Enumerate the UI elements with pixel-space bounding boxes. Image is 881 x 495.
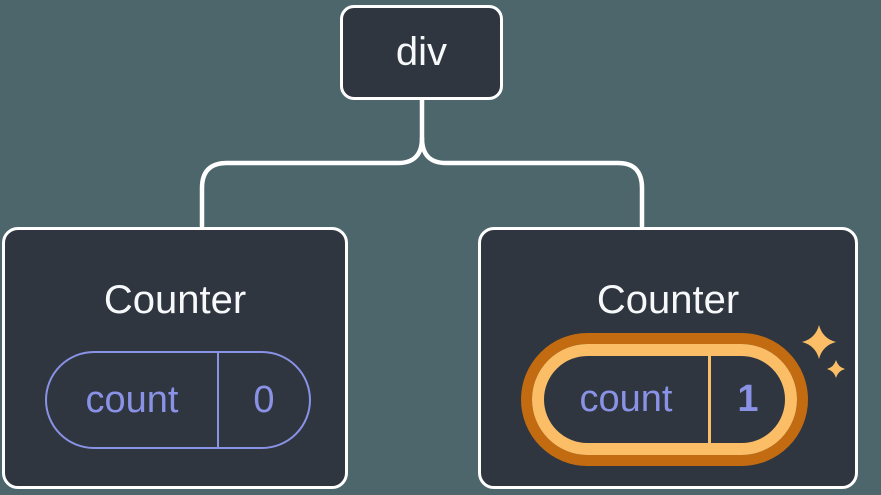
counter-card-left: Counter count 0: [2, 227, 348, 489]
component-title: Counter: [103, 278, 247, 322]
state-pill-highlight-ring: count 1: [532, 344, 797, 455]
sparkles-icon: [802, 325, 845, 378]
state-pill-highlighted: count 1: [521, 333, 808, 466]
state-value: 0: [217, 353, 309, 447]
state-name: count: [85, 378, 179, 421]
state-value: 1: [708, 356, 785, 443]
tree-node-div-label: div: [395, 30, 448, 74]
component-title: Counter: [596, 278, 740, 322]
state-name: count: [579, 378, 673, 420]
state-pill: count 0: [45, 351, 311, 449]
tree-node-div: div: [340, 5, 503, 100]
counter-card-right: Counter count 1: [478, 227, 858, 489]
